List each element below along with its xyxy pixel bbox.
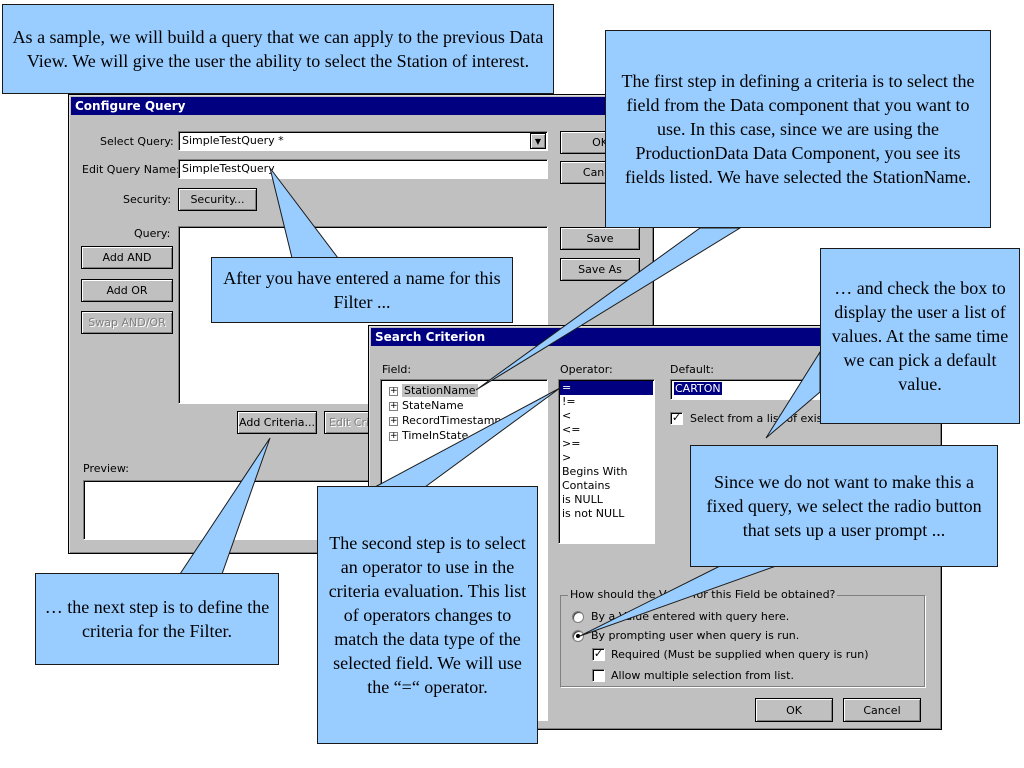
operator-item[interactable]: >= [562, 437, 581, 450]
callout-next-step: … the next step is to define the criteri… [35, 573, 279, 665]
allow-multiple-checkbox[interactable] [592, 669, 605, 682]
edit-criteria-button[interactable]: Edit Cri [324, 411, 374, 434]
callout-first-step: The first step in defining a criteria is… [605, 30, 991, 228]
add-and-button[interactable]: Add AND [81, 246, 173, 269]
callout-tail-first-step [475, 227, 742, 391]
add-or-button[interactable]: Add OR [81, 279, 173, 302]
save-as-button[interactable]: Save As [560, 258, 640, 281]
criterion-cancel-button[interactable]: Cancel [843, 698, 921, 722]
security-button[interactable]: Security... [178, 188, 257, 211]
operator-item[interactable]: <= [562, 423, 581, 436]
tree-item-label: StationName [402, 384, 478, 397]
select-query-value: SimpleTestQuery * [182, 134, 284, 147]
callout-check-box: … and check the box to display the user … [820, 248, 1020, 424]
default-label: Default: [670, 363, 714, 376]
preview-label: Preview: [83, 462, 129, 475]
tree-item-stationname[interactable]: + StationName [389, 384, 478, 397]
configure-query-window: Configure Query Select Query: SimpleTest… [68, 94, 654, 554]
callout-tail-check-box [765, 350, 821, 439]
edit-query-name-input[interactable]: SimpleTestQuery [178, 159, 548, 179]
select-from-list-checkbox[interactable]: ✓ [670, 412, 683, 425]
search-criterion-titlebar: Search Criterion [371, 328, 939, 346]
default-value-input[interactable]: CARTON [670, 379, 820, 400]
security-label: Security: [123, 193, 172, 206]
operator-label: Operator: [560, 363, 613, 376]
default-value: CARTON [674, 382, 722, 395]
expand-icon[interactable]: + [389, 385, 398, 396]
callout-second-step: The second step is to select an operator… [317, 486, 538, 744]
tree-item-label: RecordTimestamp [402, 414, 502, 427]
edit-query-name-label: Edit Query Name: [82, 163, 180, 176]
operator-item[interactable]: is not NULL [562, 507, 625, 520]
select-query-dropdown[interactable]: SimpleTestQuery * ▼ [178, 131, 548, 151]
configure-query-titlebar: Configure Query [71, 97, 651, 115]
prompt-user-label: By prompting user when query is run. [591, 629, 800, 642]
required-label: Required (Must be supplied when query is… [611, 648, 869, 661]
select-query-label: Select Query: [100, 135, 174, 148]
expand-icon[interactable]: + [389, 400, 398, 411]
operator-item[interactable]: < [562, 409, 572, 422]
callout-name-filter: After you have entered a name for this F… [211, 257, 513, 323]
required-checkbox[interactable]: ✓ [592, 648, 605, 661]
value-entered-radio[interactable] [572, 611, 584, 623]
operator-item[interactable]: Begins With [562, 465, 628, 478]
operator-item[interactable]: = [560, 381, 653, 395]
tree-item-timeinstate[interactable]: + TimeInState [389, 429, 468, 442]
tree-item-label: TimeInState [402, 429, 469, 442]
operator-item[interactable]: Contains [562, 479, 611, 492]
criterion-ok-button[interactable]: OK [755, 698, 833, 722]
callout-intro: As a sample, we will build a query that … [2, 4, 554, 94]
chevron-down-icon[interactable]: ▼ [530, 133, 546, 149]
select-from-list-label: Select from a list of existin [690, 412, 837, 425]
swap-and-or-button[interactable]: Swap AND/OR [81, 311, 173, 334]
query-label: Query: [134, 227, 171, 240]
operator-list[interactable]: = != < <= >= > Begins With Contains is N… [558, 379, 655, 544]
value-source-group-title: How should the Value for this Field be o… [568, 588, 838, 601]
operator-item[interactable]: != [562, 395, 576, 408]
callout-radio: Since we do not want to make this a fixe… [690, 445, 998, 567]
tree-item-statename[interactable]: + StateName [389, 399, 464, 412]
callout-tail-next-step [179, 437, 271, 575]
expand-icon[interactable]: + [389, 415, 398, 426]
callout-tail-radio [579, 565, 777, 637]
tree-item-recordtimestamp[interactable]: + RecordTimestamp [389, 414, 501, 427]
allow-multiple-label: Allow multiple selection from list. [611, 669, 794, 682]
tree-item-label: StateName [402, 399, 464, 412]
callout-tail-second-step [374, 387, 561, 488]
field-label: Field: [382, 363, 412, 376]
add-criteria-button[interactable]: Add Criteria... [237, 411, 317, 434]
save-button[interactable]: Save [560, 227, 640, 250]
callout-tail-name-filter [269, 167, 340, 259]
operator-item[interactable]: is NULL [562, 493, 603, 506]
operator-item[interactable]: > [562, 451, 572, 464]
prompt-user-radio[interactable] [572, 630, 584, 642]
expand-icon[interactable]: + [389, 430, 398, 441]
